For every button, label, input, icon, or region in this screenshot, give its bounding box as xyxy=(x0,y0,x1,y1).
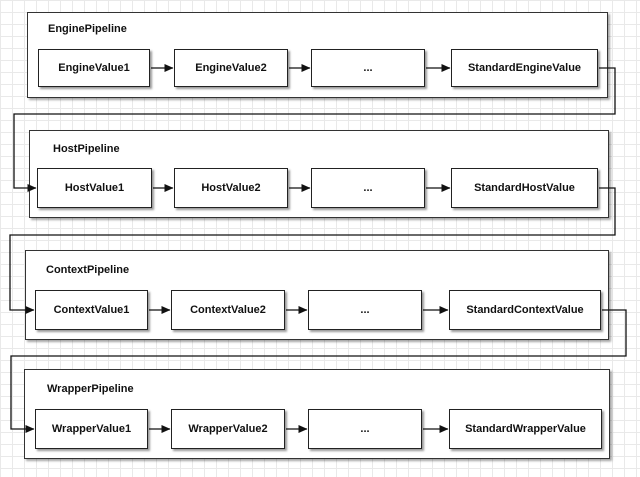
host-valve-ellipsis: ... xyxy=(311,168,425,208)
standard-engine-valve: StandardEngineValue xyxy=(451,49,598,87)
context-pipeline-title: ContextPipeline xyxy=(46,264,130,276)
host-pipeline-title: HostPipeline xyxy=(53,143,120,155)
host-valve-2: HostValue2 xyxy=(174,168,288,208)
context-valve-1: ContextValue1 xyxy=(35,290,148,330)
engine-valve-2: EngineValue2 xyxy=(174,49,288,87)
wrapper-pipeline-title: WrapperPipeline xyxy=(47,383,134,395)
engine-pipeline-title: EnginePipeline xyxy=(48,23,127,35)
standard-context-valve: StandardContextValue xyxy=(449,290,601,330)
wrapper-valve-ellipsis: ... xyxy=(308,409,422,449)
standard-host-valve: StandardHostValue xyxy=(451,168,598,208)
host-valve-1: HostValue1 xyxy=(37,168,152,208)
wrapper-valve-2: WrapperValue2 xyxy=(171,409,285,449)
engine-valve-ellipsis: ... xyxy=(311,49,425,87)
wrapper-valve-1: WrapperValue1 xyxy=(35,409,148,449)
context-valve-2: ContextValue2 xyxy=(171,290,285,330)
engine-valve-1: EngineValue1 xyxy=(38,49,150,87)
standard-wrapper-valve: StandardWrapperValue xyxy=(449,409,602,449)
context-valve-ellipsis: ... xyxy=(308,290,422,330)
